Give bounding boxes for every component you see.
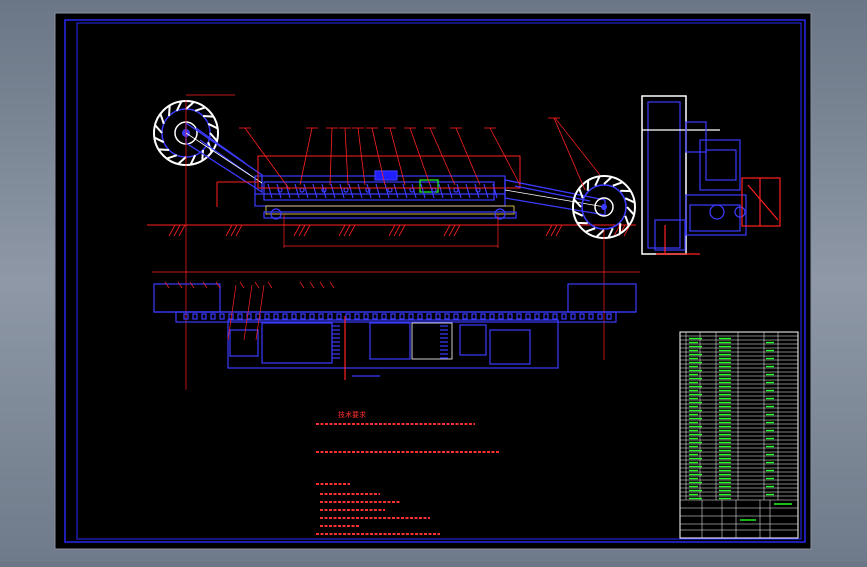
bucket-tooth [202, 150, 203, 161]
right-bucket-wheel [573, 176, 635, 238]
drawing-sheet [55, 13, 811, 549]
bucket-tooth [169, 105, 170, 116]
bucket-tooth [203, 116, 214, 117]
notes-title: 技术要求 [338, 410, 366, 419]
bucket-tooth [158, 149, 169, 150]
